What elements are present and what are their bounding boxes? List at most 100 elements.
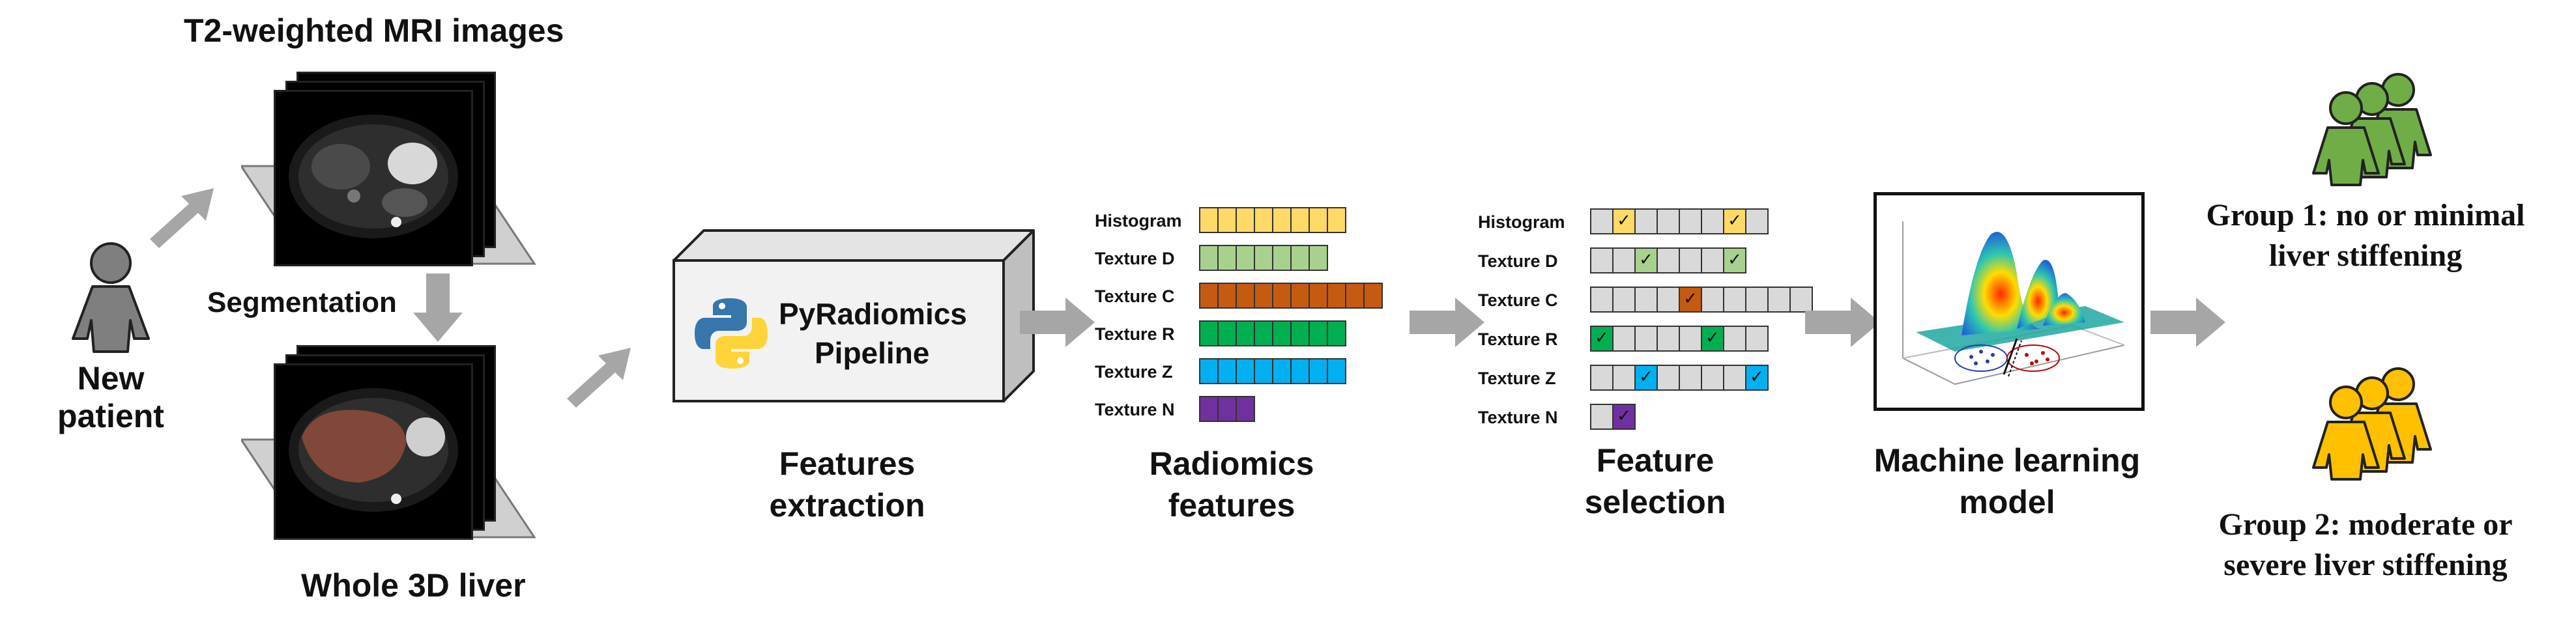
segmentation-label: Segmentation [207,287,397,318]
unselected-feature-cell [1723,287,1746,313]
selection-row-label: Texture R [1478,330,1558,349]
selected-feature-cell: ✓ [1590,326,1614,352]
unselected-feature-cell [1590,247,1614,273]
radiomics-feature-cell [1327,358,1346,384]
unselected-feature-cell [1745,326,1769,352]
unselected-feature-cell [1679,326,1702,352]
radiomics-feature-cell [1327,283,1346,309]
radiomics-feature-cell [1217,396,1237,422]
radiomics-row-label: Texture C [1095,287,1175,306]
radiomics-feature-cell [1199,358,1219,384]
arrow-features-to-selection [1410,298,1484,347]
radiomics-feature-cell [1309,320,1328,346]
radiomics-feature-cell [1272,283,1292,309]
mri-title: T2-weighted MRI images [184,12,564,49]
radiomics-feature-cell [1254,320,1273,346]
radiomics-feature-cell [1254,245,1273,271]
radiomics-feature-cell [1236,320,1255,346]
radiomics-feature-cell [1272,320,1292,346]
unselected-feature-cell [1679,365,1702,391]
radiomics-feature-cell [1254,358,1273,384]
radiomics-feature-cell [1327,320,1346,346]
selected-feature-cell: ✓ [1679,287,1702,313]
radiomics-row-label: Texture D [1095,249,1175,268]
unselected-feature-cell [1590,287,1614,313]
selected-feature-cell: ✓ [1612,404,1636,430]
unselected-feature-cell [1612,326,1636,352]
radiomics-feature-cell [1290,320,1310,346]
radiomics-feature-cell [1290,358,1310,384]
patient-icon [72,242,150,353]
unselected-feature-cell [1701,247,1724,273]
python-logo-icon [695,298,768,369]
arrow-extraction-to-features [1020,298,1095,347]
selected-feature-cell: ✓ [1612,208,1636,234]
ml-surface-plot [1902,221,2125,386]
radiomics-feature-cell [1236,283,1255,309]
radiomics-row-label: Texture R [1095,324,1175,344]
arrow-segmentation-down [413,273,463,342]
radiomics-feature-cell [1199,207,1219,233]
selection-row-label: Texture C [1478,290,1558,310]
selected-feature-cell: ✓ [1723,247,1746,273]
selection-row-label: Histogram [1478,212,1565,232]
unselected-feature-cell [1612,247,1636,273]
unselected-feature-cell [1767,287,1791,313]
unselected-feature-cell [1657,247,1680,273]
radiomics-feature-cell [1236,207,1255,233]
selection-caption: Feature selection [1584,442,1726,520]
unselected-feature-cell [1745,287,1769,313]
pyradiomics-box-line2: Pipeline [815,336,930,370]
ml-model-frame [1874,192,2145,411]
radiomics-feature-cell [1327,207,1346,233]
radiomics-feature-cell [1199,283,1219,309]
unselected-feature-cell [1612,365,1636,391]
unselected-feature-cell [1657,326,1680,352]
radiomics-caption: Radiomics features [1149,445,1314,524]
radiomics-feature-cell [1309,245,1328,271]
arrow-selection-to-model [1805,298,1880,347]
selection-row-label: Texture D [1478,251,1558,271]
radiomics-row-label: Texture Z [1095,362,1173,382]
radiomics-feature-cell [1236,245,1255,271]
radiomics-feature-cell [1217,245,1237,271]
radiomics-feature-cell [1217,283,1237,309]
patient-label: New patient [57,360,164,434]
unselected-feature-cell [1590,208,1614,234]
radiomics-row-label: Texture N [1095,400,1175,419]
selection-row-bar: ✓✓ [1590,247,1746,273]
unselected-feature-cell [1679,247,1702,273]
selection-row-bar: ✓✓ [1590,365,1769,391]
radiomics-feature-cell [1217,207,1237,233]
radiomics-feature-cell [1290,207,1310,233]
arrow-model-to-outcome [2150,298,2225,347]
unselected-feature-cell [1745,208,1769,234]
selection-row-bar: ✓✓ [1590,326,1769,352]
radiomics-feature-cell [1254,283,1273,309]
pyradiomics-box-line1: PyRadiomics [779,297,967,331]
unselected-feature-cell [1789,287,1813,313]
radiomics-feature-cell [1345,283,1365,309]
radiomics-feature-cell [1272,358,1292,384]
radiomics-feature-cell [1309,283,1328,309]
unselected-feature-cell [1634,208,1658,234]
radiomics-feature-cell [1363,283,1383,309]
unselected-feature-cell [1701,287,1724,313]
unselected-feature-cell [1723,326,1746,352]
radiomics-feature-cell [1290,245,1310,271]
radiomics-row-bar [1199,207,1346,233]
group1-people-icon [2312,73,2432,186]
radiomics-row-bar [1199,320,1346,346]
liver-label: Whole 3D liver [301,567,526,604]
radiomics-feature-cell [1309,207,1328,233]
radiomics-row-bar [1199,396,1255,422]
radiomics-feature-cell [1290,283,1310,309]
selection-row-bar: ✓ [1590,404,1636,430]
radiomics-feature-cell [1236,358,1255,384]
unselected-feature-cell [1590,365,1614,391]
mri-slice-front [274,90,473,266]
arrow-patient-to-mri [150,188,214,248]
selected-feature-cell: ✓ [1745,365,1769,391]
radiomics-feature-cell [1199,396,1219,422]
radiomics-feature-cell [1254,207,1273,233]
